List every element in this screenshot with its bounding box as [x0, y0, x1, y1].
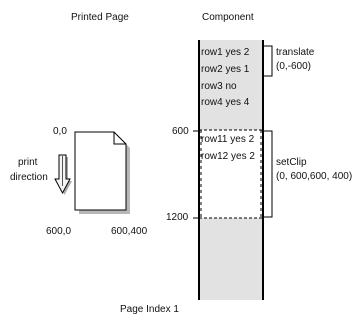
- translate-label: translate: [276, 47, 315, 58]
- translate-bracket: [263, 45, 273, 77]
- print-direction-label-line2: direction: [10, 172, 48, 183]
- coord-top-left: 0,0: [53, 126, 67, 137]
- component-heading: Component: [202, 12, 254, 23]
- setclip-bracket: [263, 130, 273, 218]
- tick-label-600: 600: [172, 126, 189, 137]
- component-strip-top: [199, 40, 263, 130]
- print-direction-label-line1: print: [18, 157, 38, 168]
- clip-row: row11 yes 2: [201, 134, 255, 145]
- page-index-caption: Page Index 1: [120, 304, 179, 315]
- coord-bottom-left: 600,0: [46, 226, 72, 237]
- tick-label-1200: 1200: [166, 212, 189, 223]
- printed-page-heading: Printed Page: [71, 12, 129, 23]
- component-row: row4 yes 4: [201, 97, 250, 108]
- coord-bottom-right: 600,400: [111, 226, 148, 237]
- component-strip-clip: [199, 130, 263, 218]
- setclip-value: (0, 600,600, 400): [276, 171, 353, 182]
- clip-row: row12 yes 2: [201, 151, 255, 162]
- setclip-label: setClip: [276, 157, 307, 168]
- translate-value: (0,-600): [276, 61, 312, 72]
- page-icon: [74, 131, 127, 211]
- page-fold: [113, 132, 126, 145]
- component-row: row2 yes 1: [201, 64, 250, 75]
- component-strip-bottom: [199, 218, 263, 300]
- component-row: row3 no: [201, 81, 237, 92]
- component-row: row1 yes 2: [201, 47, 250, 58]
